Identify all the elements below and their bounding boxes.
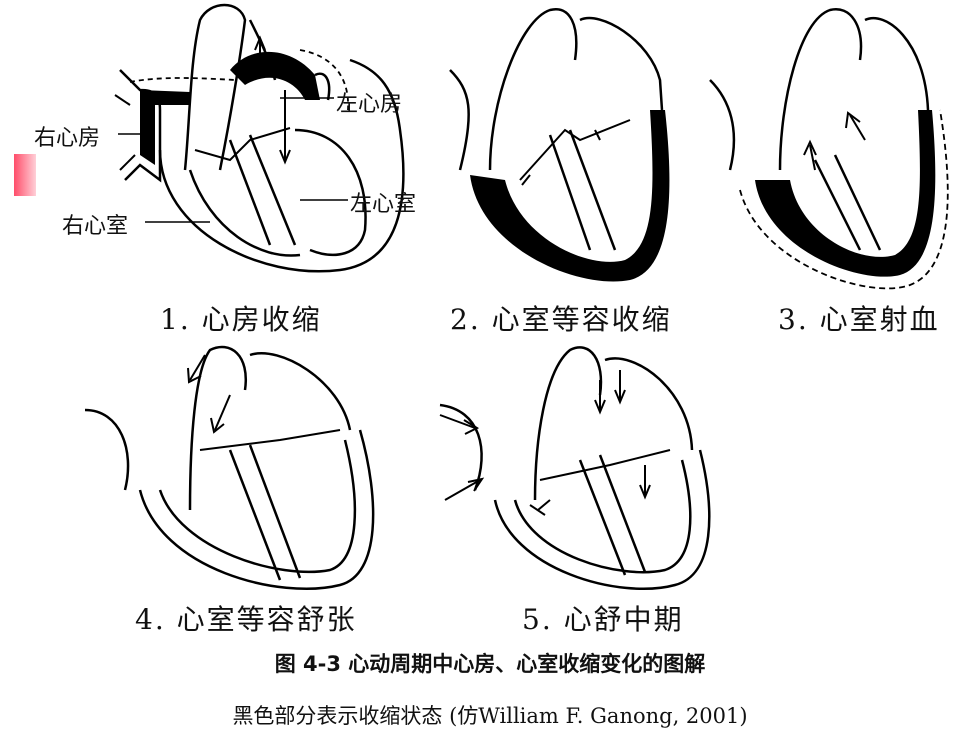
caption-panel-2: 2. 心室等容收缩 (450, 303, 672, 336)
label-right-atrium: 右心房 (34, 126, 101, 151)
heart-diagram-isovolumic-contraction (449, 8, 670, 282)
caption-panel-4: 4. 心室等容舒张 (135, 603, 357, 636)
heart-diagram-mid-diastole (439, 346, 711, 590)
label-right-ventricle: 右心室 (62, 214, 129, 239)
panel-mid-diastole (420, 340, 740, 600)
panel-isovolumic-contraction (430, 0, 690, 300)
label-left-ventricle: 左心室 (350, 192, 417, 217)
label-left-atrium: 左心房 (336, 92, 403, 117)
panel-isovolumic-relaxation (80, 340, 400, 600)
caption-panel-1: 1. 心房收缩 (160, 303, 322, 336)
figure-note: 黑色部分表示收缩状态 (仿William F. Ganong, 2001) (232, 704, 748, 728)
label-leader-lines (118, 97, 348, 223)
slide-accent-mark (14, 154, 36, 196)
heart-diagram-ventricular-ejection (709, 8, 949, 290)
heart-diagram-atrial-systole (114, 3, 405, 273)
caption-panel-5: 5. 心舒中期 (522, 603, 684, 636)
panel-ventricular-ejection (700, 0, 960, 300)
figure-title: 图 4-3 心动周期中心房、心室收缩变化的图解 (274, 652, 706, 676)
panel-atrial-systole (100, 0, 440, 300)
caption-panel-3: 3. 心室射血 (778, 303, 940, 336)
heart-diagram-isovolumic-relaxation (84, 345, 375, 590)
